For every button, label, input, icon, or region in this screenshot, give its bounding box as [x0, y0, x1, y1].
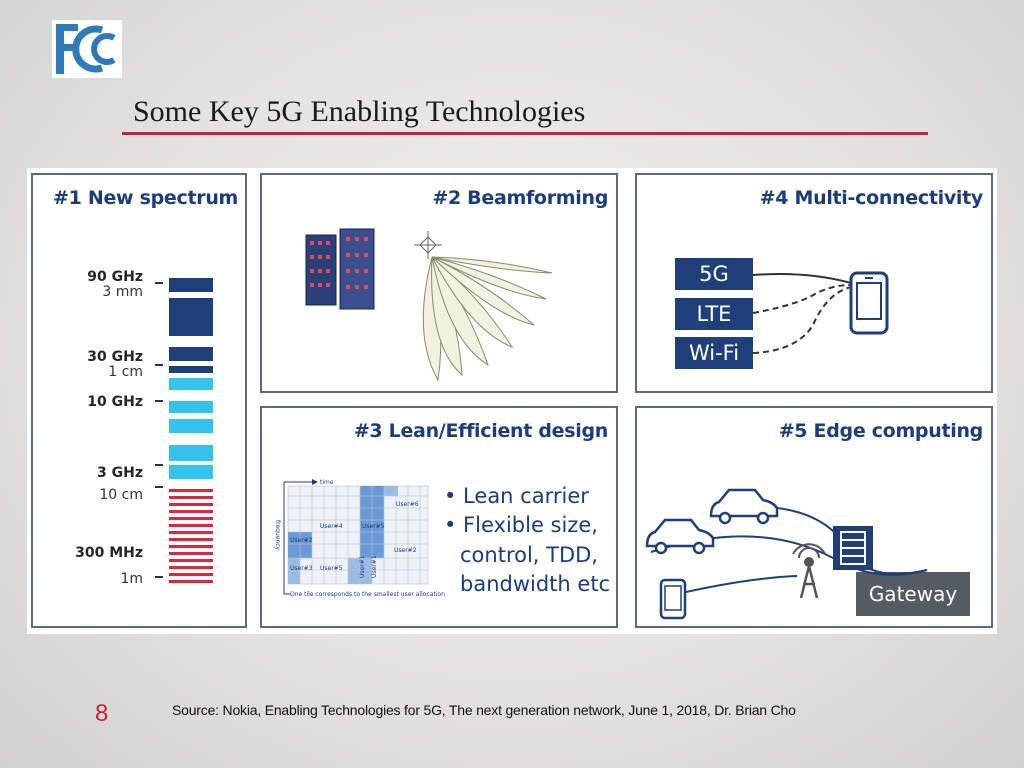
cell-tower-icon	[792, 543, 826, 599]
resource-grid: time frequency	[274, 479, 445, 598]
user-label: User#5	[320, 565, 343, 572]
panel-new-spectrum: #1 New spectrum 90 GHz 3 mm 30 GHz 1 cm …	[31, 173, 247, 628]
tech-lte-box: LTE	[675, 298, 753, 330]
bullet-item: bandwidth etc	[460, 572, 611, 596]
user-label: User#5	[362, 523, 385, 530]
freq-label: 30 GHz	[87, 349, 143, 365]
wavelength-label: 10 cm	[99, 487, 143, 503]
panel-multi-connectivity: #4 Multi-connectivity 5G LTE Wi-Fi	[635, 173, 993, 393]
page-number: 8	[95, 700, 109, 727]
smartphone-icon	[849, 271, 889, 335]
user-label: User#4	[320, 523, 343, 530]
panel-title: #3 Lean/Efficient design	[353, 420, 608, 442]
panel-title: #5 Edge computing	[778, 420, 984, 442]
user-label: User#2	[290, 537, 313, 544]
source-citation: Source: Nokia, Enabling Technologies for…	[172, 702, 796, 718]
user-label: User#1	[359, 555, 366, 578]
spectrum-bars	[155, 278, 213, 583]
car-icon	[709, 488, 779, 525]
connectivity-links	[752, 271, 889, 354]
freq-label: 300 MHz	[75, 545, 143, 561]
tech-wifi-box: Wi-Fi	[675, 337, 753, 369]
freq-label: 90 GHz	[87, 269, 143, 285]
edge-illustration	[645, 488, 928, 620]
slide-title: Some Key 5G Enabling Technologies	[133, 95, 586, 128]
server-icon	[833, 526, 873, 570]
emitter-icon	[414, 231, 442, 259]
user-label: User#1	[371, 555, 378, 578]
car-icon	[645, 518, 715, 555]
antenna-array-icon	[305, 228, 375, 310]
nokia-figure: #1 New spectrum 90 GHz 3 mm 30 GHz 1 cm …	[27, 168, 997, 634]
smartphone-icon	[659, 578, 687, 620]
panel-lean-design: #3 Lean/Efficient design • Lean carrier …	[260, 406, 618, 628]
title-underline	[122, 132, 928, 135]
time-label: time	[320, 479, 334, 486]
tech-5g-box: 5G	[675, 258, 753, 290]
wavelength-label: 1 cm	[108, 364, 143, 380]
panel-title: #1 New spectrum	[53, 187, 239, 209]
wavelength-label: 1m	[120, 571, 143, 587]
bullet-item: control, TDD,	[460, 543, 598, 567]
panel-beamforming: #2 Beamforming	[260, 173, 618, 393]
panel-title: #4 Multi-connectivity	[759, 187, 984, 209]
gateway-box: Gateway	[856, 572, 970, 616]
freq-label: 3 GHz	[97, 465, 143, 481]
panel-title: #2 Beamforming	[432, 187, 608, 209]
frequency-label: frequency	[274, 520, 281, 551]
wavelength-label: 3 mm	[102, 284, 143, 300]
user-label: User#6	[396, 501, 419, 508]
freq-label: 10 GHz	[87, 394, 143, 410]
fcc-logo	[52, 20, 122, 78]
panel-edge-computing: #5 Edge computing Gateway	[635, 406, 993, 628]
user-label: User#3	[290, 565, 313, 572]
bullet-item: • Flexible size,	[444, 513, 598, 537]
beamforming-illustration	[305, 228, 553, 382]
grid-caption: One tile corresponds to the smallest use…	[290, 591, 445, 598]
bullet-item: • Lean carrier	[444, 484, 589, 508]
user-label: User#2	[394, 547, 417, 554]
